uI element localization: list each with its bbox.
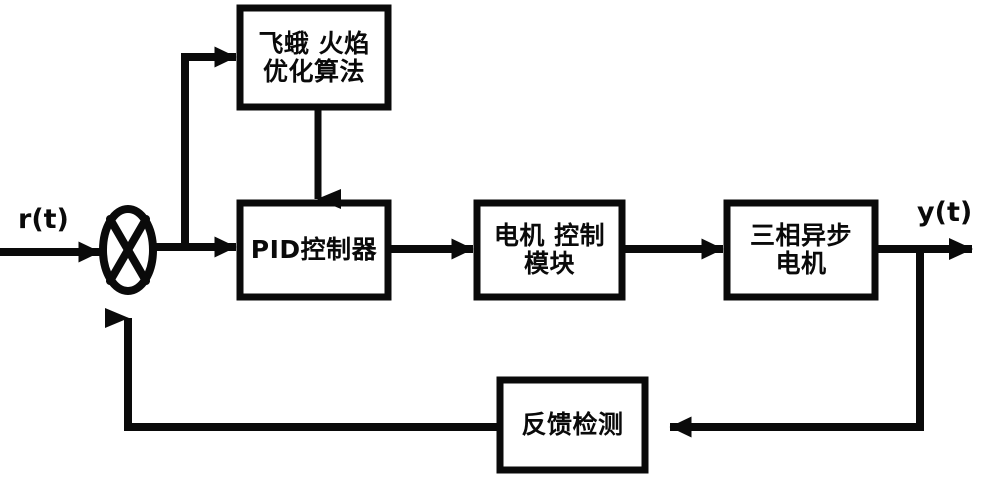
summing-junction[interactable] bbox=[99, 205, 157, 295]
three-phase-induction-motor-block-rect[interactable] bbox=[723, 199, 879, 301]
summing-junction-cross-icon bbox=[106, 215, 150, 285]
pid-controller-block-rect[interactable] bbox=[236, 199, 392, 301]
edge-output-to-feedback bbox=[669, 249, 924, 438]
feedback-detection-block-rect[interactable] bbox=[496, 376, 649, 474]
edge-error-to-mfo bbox=[181, 46, 237, 247]
moth-flame-optimization-block-rect[interactable] bbox=[236, 4, 392, 111]
edge-feedback-to-sum bbox=[105, 308, 500, 431]
motor-control-module-block-rect[interactable] bbox=[473, 199, 626, 301]
